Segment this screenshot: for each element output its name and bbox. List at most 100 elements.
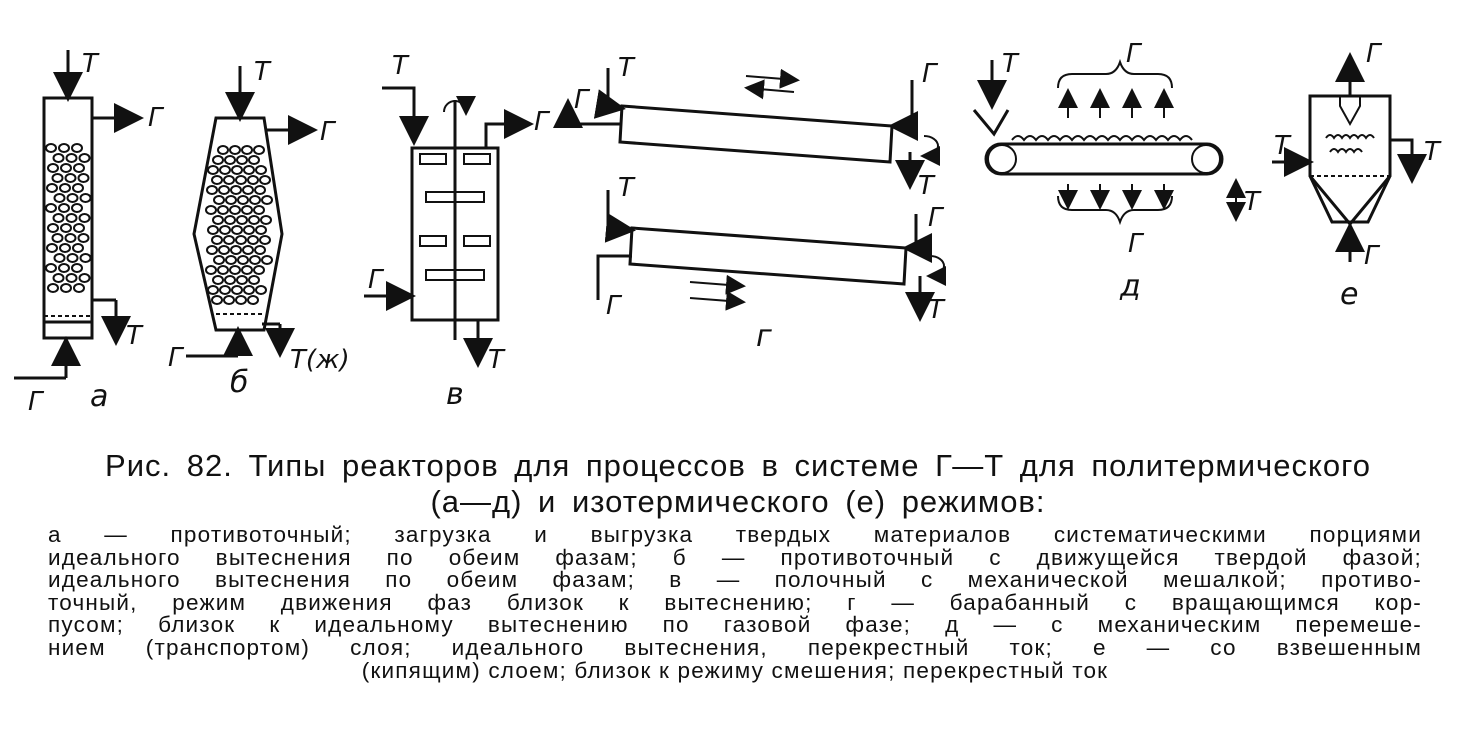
pellet	[237, 255, 249, 265]
pellet	[79, 193, 92, 203]
pellet	[46, 243, 58, 253]
pellet	[261, 195, 273, 205]
pellet	[78, 153, 91, 163]
pellet	[248, 155, 260, 165]
pellet	[231, 165, 243, 175]
pellet	[231, 285, 243, 295]
label-g-g1-out: Г	[574, 85, 591, 115]
label-t-v-out: Т	[488, 345, 506, 375]
pellet	[77, 233, 90, 243]
label-g-g1-in: Г	[922, 59, 939, 89]
label-t-d-out: Т	[1244, 187, 1262, 217]
label-t-v-in: Т	[392, 51, 410, 81]
pellet	[212, 215, 224, 225]
pellet	[71, 263, 83, 273]
pellet	[253, 145, 265, 155]
label-t-e-out: Т	[1424, 137, 1442, 167]
pellet	[254, 245, 266, 255]
sublabel-d: д	[1119, 269, 1141, 304]
pellet	[52, 273, 65, 283]
pellet	[236, 155, 248, 165]
pellet	[225, 195, 237, 205]
pellet	[46, 183, 58, 193]
pellet	[229, 265, 241, 275]
pellet	[223, 295, 235, 305]
pellet	[219, 285, 231, 295]
reactor-g: Т Г Г Т Т Г Г Т г	[553, 53, 947, 354]
pellet	[223, 235, 235, 245]
pellet	[243, 285, 255, 295]
pellet	[211, 295, 223, 305]
pellet	[77, 173, 90, 183]
caption-line-5: пусом; близок к идеальному вытеснению по…	[48, 612, 1422, 638]
pellet	[47, 163, 59, 173]
pellet	[236, 215, 248, 225]
pellet	[249, 195, 261, 205]
pellet	[73, 223, 85, 233]
pellet	[243, 165, 255, 175]
pellet	[259, 175, 271, 185]
pellet	[45, 263, 57, 273]
pellet	[52, 213, 65, 223]
caption-line-6: нием (транспортом) слоя; идеального выте…	[48, 634, 1422, 660]
pellet	[218, 245, 230, 255]
pellet	[224, 215, 236, 225]
pellet	[213, 255, 225, 265]
caption-line-2: идеального вытеснения по обеим фазам; б …	[48, 544, 1422, 570]
pellet	[207, 225, 219, 235]
pellet	[51, 233, 64, 243]
label-g-v-in: Г	[368, 265, 385, 295]
pellet	[206, 245, 218, 255]
label-g-b-in: Г	[168, 343, 185, 373]
pellet	[205, 265, 217, 275]
pellet	[217, 205, 229, 215]
pellet	[71, 203, 83, 213]
reactor-b: Т Г Т(ж) Г б	[168, 57, 350, 400]
pellet	[66, 193, 79, 203]
pellet	[71, 143, 83, 153]
pellet	[212, 275, 224, 285]
label-t-a-out: Т	[126, 321, 144, 351]
sublabel-v: в	[446, 377, 464, 412]
pellet	[223, 175, 235, 185]
pellet	[247, 295, 259, 305]
sublabel-e: е	[1340, 277, 1358, 312]
pellet	[260, 215, 272, 225]
pellet	[224, 155, 236, 165]
pellet	[212, 155, 224, 165]
pellet	[237, 195, 249, 205]
caption-line-7: (кипящим) слоем; близок к режиму смешени…	[361, 657, 1109, 683]
pellet	[72, 183, 84, 193]
pellet	[247, 235, 259, 245]
figure-caption-title: Рис. 82. Типы реакторов для процессов в …	[48, 448, 1428, 520]
pellet	[60, 283, 72, 293]
pellet	[235, 175, 247, 185]
label-g-b-out: Г	[320, 117, 337, 147]
label-t-a-top: Т	[82, 49, 100, 79]
pellet	[60, 223, 72, 233]
pellet	[249, 255, 261, 265]
pellet	[65, 213, 78, 223]
pellet	[207, 285, 219, 295]
caption-title-line-1: Рис. 82. Типы реакторов для процессов в …	[105, 448, 1371, 483]
pellet	[58, 143, 70, 153]
pellet	[211, 175, 223, 185]
pellet	[211, 235, 223, 245]
label-g-a-out: Г	[148, 103, 165, 133]
pellet	[66, 253, 79, 263]
sublabel-b: б	[230, 365, 249, 400]
pellet	[206, 185, 218, 195]
sublabel-a: а	[90, 379, 108, 414]
pellet	[231, 225, 243, 235]
pellet	[248, 215, 260, 225]
pellet	[241, 145, 253, 155]
label-g-g2-out: Г	[928, 203, 945, 233]
pellet	[205, 205, 217, 215]
pellet	[219, 165, 231, 175]
pellet	[59, 183, 71, 193]
pellet	[219, 225, 231, 235]
caption-line-3: идеального вытеснения по обеим фазам; в …	[48, 567, 1422, 593]
pellet	[255, 285, 267, 295]
label-g-d-bottom: Г	[1128, 229, 1145, 259]
pellet	[255, 165, 267, 175]
